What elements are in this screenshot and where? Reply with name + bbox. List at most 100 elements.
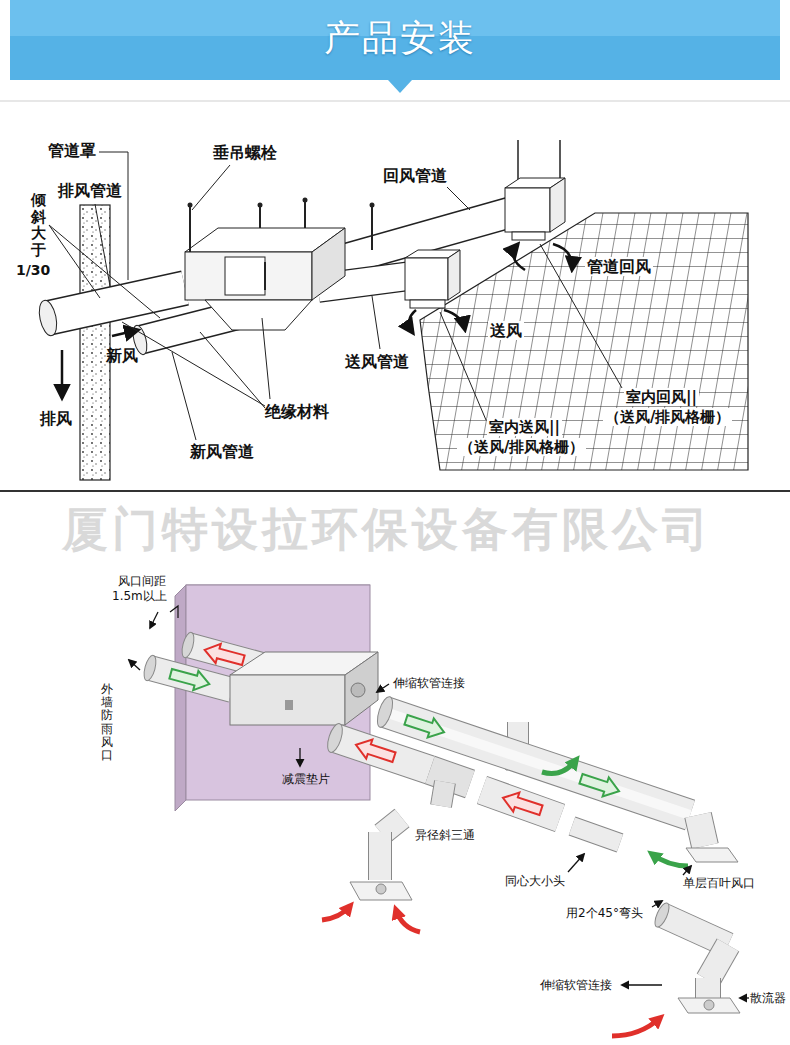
title-banner bbox=[10, 0, 780, 93]
spacing-mark bbox=[150, 606, 178, 628]
exhaust-duct-run bbox=[441, 782, 445, 806]
hanging-bolt bbox=[258, 203, 263, 208]
branch-diffuser bbox=[622, 984, 662, 985]
exhaust-duct-run bbox=[441, 782, 445, 806]
part-label: （送风/排风格栅） bbox=[457, 438, 586, 456]
wall-duct bbox=[168, 664, 212, 694]
fitting-label: 单层百叶风口 bbox=[683, 876, 755, 890]
part-label: 回风管道 bbox=[383, 166, 447, 185]
fitting-label: 异径斜三通 bbox=[415, 828, 475, 842]
branch-diffuser bbox=[612, 1018, 660, 1036]
note-label: 1.5m以上 bbox=[112, 589, 167, 603]
part-label: 排风管道 bbox=[58, 181, 122, 200]
branch-diffuser bbox=[740, 997, 749, 998]
branch-diffuser bbox=[708, 945, 728, 980]
part-label: 新风管道 bbox=[190, 442, 254, 461]
leader-line bbox=[122, 322, 265, 406]
spacing-mark bbox=[170, 606, 178, 618]
part-label: 室内送风|| bbox=[487, 418, 562, 436]
return-duct bbox=[517, 140, 519, 183]
fan-unit bbox=[285, 700, 293, 710]
branch-diffuser bbox=[696, 978, 720, 998]
branch-diffuser bbox=[652, 901, 672, 929]
part-label: （送风/排风格栅） bbox=[603, 408, 732, 426]
exhaust-duct-run bbox=[572, 826, 620, 843]
part-label: 管道罩 bbox=[48, 141, 96, 160]
leader-line bbox=[372, 296, 380, 349]
leader-line bbox=[49, 225, 160, 318]
supply-duct-run bbox=[686, 848, 738, 862]
elbow-diffuser bbox=[322, 818, 420, 932]
airflow-arrow bbox=[112, 330, 138, 336]
return-duct bbox=[512, 232, 545, 240]
fitting-label: 散流器 bbox=[750, 991, 786, 1005]
elbow-diffuser bbox=[350, 882, 412, 900]
supply-duct-run bbox=[377, 684, 389, 692]
airflow-arrow bbox=[409, 310, 416, 333]
leader-line bbox=[49, 152, 622, 440]
fan-unit bbox=[299, 748, 300, 766]
fitting-label: 外墙防雨风口 bbox=[101, 683, 113, 762]
airflow-label: 排风 bbox=[40, 409, 72, 428]
exhaust-duct bbox=[48, 288, 185, 318]
supply-duct bbox=[410, 300, 445, 308]
supply-duct bbox=[405, 258, 448, 300]
supply-duct-run bbox=[403, 710, 447, 741]
fitting-label: 同心大小头 bbox=[505, 874, 565, 888]
note-label: 风口间距 bbox=[118, 574, 166, 588]
airflow-label: 新风 bbox=[106, 346, 138, 365]
wall-duct bbox=[202, 640, 246, 670]
hanging-bolt bbox=[188, 198, 375, 253]
part-label: 绝缘材料 bbox=[265, 402, 329, 421]
ventilation-unit bbox=[205, 300, 312, 330]
branch-diffuser bbox=[652, 901, 662, 907]
ventilation-unit bbox=[264, 262, 266, 290]
hanging-bolt bbox=[370, 203, 375, 208]
fan-unit bbox=[230, 675, 345, 725]
leader-line bbox=[262, 318, 270, 399]
leader-line bbox=[172, 352, 196, 440]
elbow-diffuser bbox=[368, 832, 392, 880]
exhaust-duct bbox=[48, 288, 185, 318]
spacing-mark bbox=[150, 612, 158, 628]
wall bbox=[80, 205, 110, 480]
branch-diffuser bbox=[683, 866, 691, 875]
fan-unit bbox=[351, 683, 365, 697]
supply-duct-run bbox=[542, 760, 576, 774]
hanging-bolt bbox=[259, 205, 261, 228]
hanging-bolt bbox=[189, 205, 191, 252]
part-label: 垂吊螺栓 bbox=[213, 143, 277, 162]
leader-line bbox=[200, 332, 265, 408]
frame-line bbox=[0, 101, 790, 102]
fitting-label: 伸缩软管连接 bbox=[393, 676, 465, 690]
leader-line bbox=[99, 152, 128, 280]
wall-duct bbox=[129, 660, 140, 670]
frame-line bbox=[0, 101, 790, 491]
exhaust-duct-run bbox=[325, 722, 346, 754]
fitting-label: 用2个45°弯头 bbox=[566, 906, 643, 920]
elbow-diffuser bbox=[369, 832, 391, 880]
hanging-bolt bbox=[303, 198, 308, 203]
return-duct bbox=[335, 140, 565, 262]
leader-line bbox=[447, 187, 470, 210]
branch-diffuser bbox=[704, 1000, 714, 1010]
return-duct bbox=[335, 212, 512, 262]
hanging-bolt bbox=[304, 200, 306, 228]
slope-note: 倾斜大于 bbox=[31, 192, 46, 258]
title-banner bbox=[388, 80, 412, 93]
supply-duct-run bbox=[374, 684, 738, 866]
return-duct bbox=[505, 188, 550, 232]
leader-line bbox=[192, 165, 230, 210]
exhaust-duct-run bbox=[568, 854, 584, 872]
watermark: 厦门特设拉环保设备有限公司 bbox=[62, 502, 712, 557]
branch-diffuser bbox=[695, 978, 721, 998]
supply-duct bbox=[448, 250, 460, 300]
fitting-label: 伸缩软管连接 bbox=[540, 978, 612, 992]
airflow-arrow bbox=[444, 310, 465, 330]
exterior-wall bbox=[175, 585, 370, 811]
return-duct bbox=[550, 178, 565, 232]
return-duct bbox=[335, 212, 512, 262]
part-label: 室内回风|| bbox=[624, 388, 699, 406]
airflow-arrow bbox=[513, 244, 525, 270]
